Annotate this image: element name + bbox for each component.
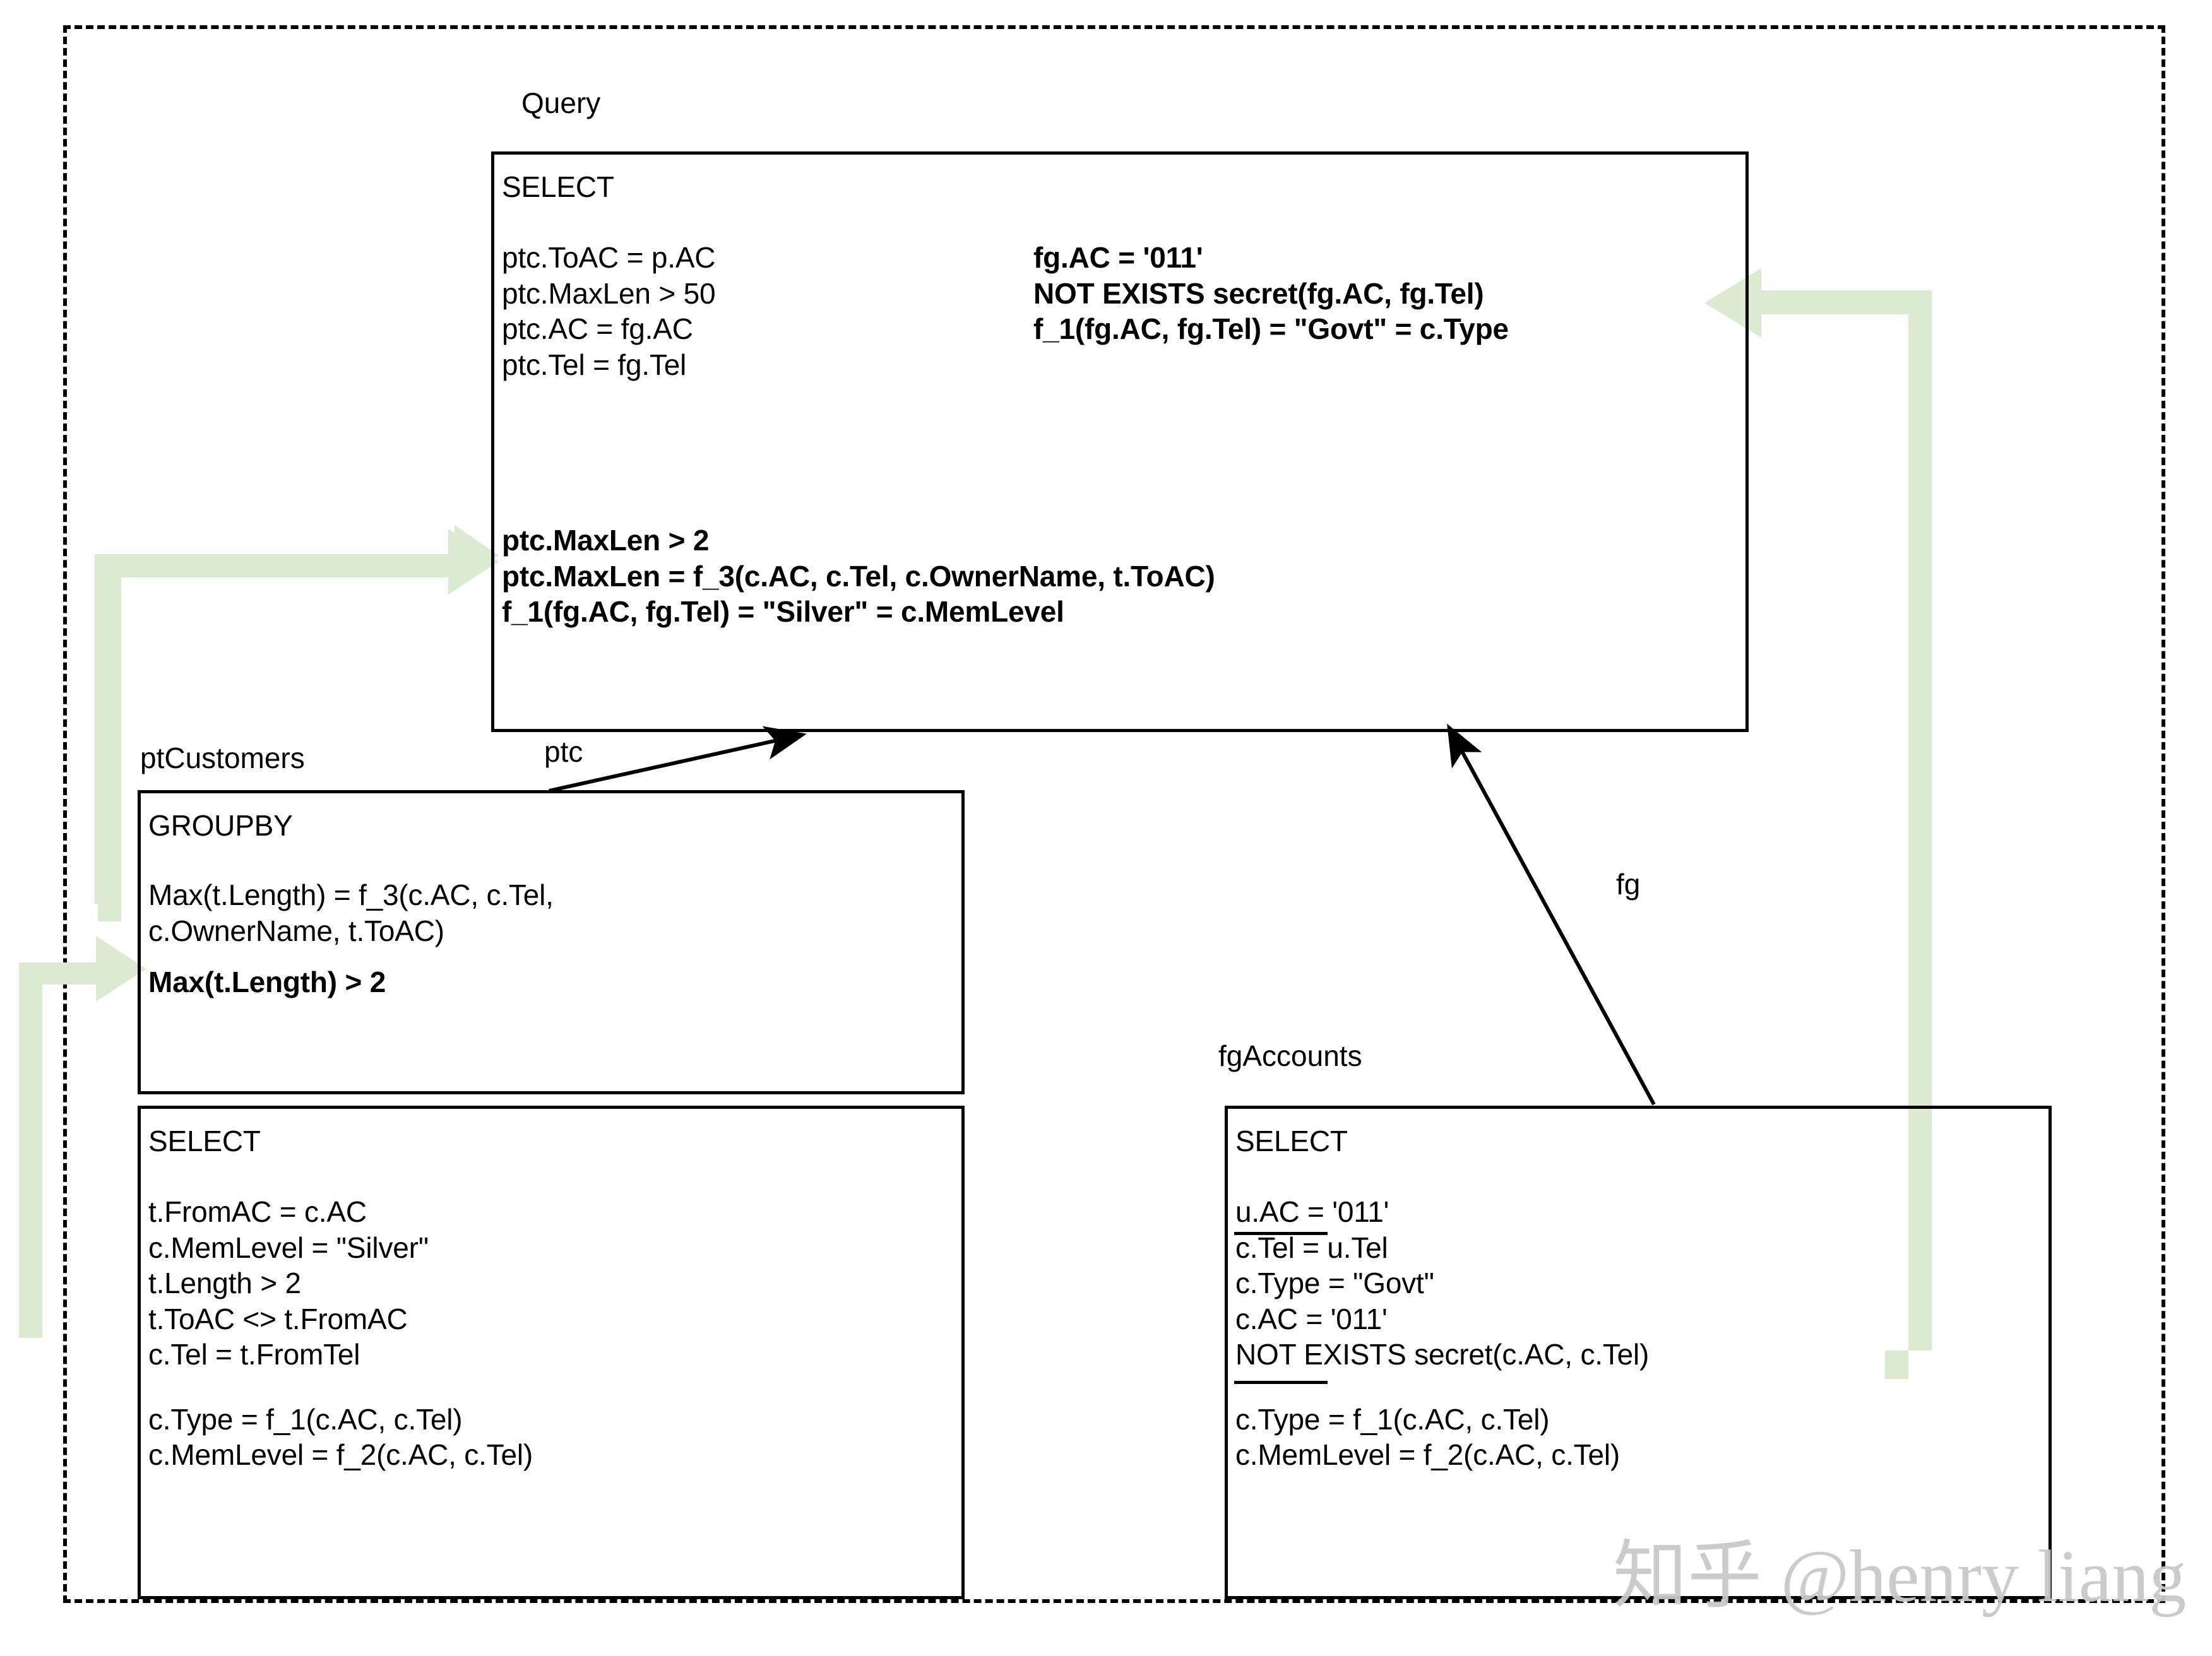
fgaccounts-line-2: c.Tel = u.Tel (1235, 1231, 1388, 1264)
fgaccounts-node-box[interactable] (1225, 1106, 2052, 1599)
ptcustomers-node-label: ptCustomers (140, 742, 305, 774)
query-bold-line-2: ptc.MaxLen = f_3(c.AC, c.Tel, c.OwnerNam… (502, 559, 1215, 593)
ptcustomers-select-line-7: c.MemLevel = f_2(c.AC, c.Tel) (148, 1438, 533, 1472)
query-header: SELECT (502, 170, 614, 203)
watermark: 知乎 @henry liang (1613, 1535, 2187, 1618)
ptcustomers-select-line-4: t.ToAC <> t.FromAC (148, 1302, 408, 1335)
query-left-line-4: ptc.Tel = fg.Tel (502, 348, 687, 381)
query-left-line-3: ptc.AC = fg.AC (502, 312, 693, 346)
ptcustomers-select-line-3: t.Length > 2 (148, 1267, 301, 1300)
fgaccounts-node-label: fgAccounts (1218, 1039, 1362, 1072)
query-right-column: fg.AC = '011' NOT EXISTS secret(fg.AC, f… (1033, 240, 1509, 347)
query-right-line-3: f_1(fg.AC, fg.Tel) = "Govt" = c.Type (1033, 312, 1509, 346)
fgaccounts-header: SELECT (1235, 1125, 1348, 1157)
query-header-block: SELECT (502, 169, 614, 205)
ptcustomers-select-header-block: SELECT (148, 1123, 261, 1159)
fgaccounts-underline-2 (1234, 1381, 1328, 1384)
query-node-box[interactable] (491, 151, 1749, 732)
query-left-line-2: ptc.MaxLen > 50 (502, 276, 716, 310)
query-node-label: Query (521, 86, 601, 119)
ptcustomers-lines-block: Max(t.Length) = f_3(c.AC, c.Tel, c.Owner… (148, 877, 554, 1000)
ptcustomers-select-line-5: c.Tel = t.FromTel (148, 1338, 360, 1371)
ptcustomers-select-line-1: t.FromAC = c.AC (148, 1195, 367, 1228)
fgaccounts-line-6: c.Type = f_1(c.AC, c.Tel) (1235, 1402, 1550, 1436)
fgaccounts-line-4: c.AC = '011' (1235, 1302, 1388, 1335)
query-right-line-1: fg.AC = '011' (1033, 241, 1203, 274)
query-left-column: ptc.ToAC = p.AC ptc.MaxLen > 50 ptc.AC =… (502, 240, 716, 382)
ptcustomers-bold-line-1: Max(t.Length) > 2 (148, 966, 386, 999)
fgaccounts-line-1: u.AC = '011' (1235, 1195, 1389, 1228)
fgaccounts-line-7: c.MemLevel = f_2(c.AC, c.Tel) (1235, 1438, 1620, 1472)
fgaccounts-lines-block: u.AC = '011' c.Tel = u.Tel c.Type = "Gov… (1235, 1194, 1649, 1473)
edge-label-fg: fg (1616, 868, 1641, 901)
query-bold-block: ptc.MaxLen > 2 ptc.MaxLen = f_3(c.AC, c.… (502, 523, 1215, 630)
ptcustomers-header: GROUPBY (148, 809, 293, 842)
outer-dashed-frame (63, 25, 2165, 1603)
fgaccounts-line-5: NOT EXISTS secret(c.AC, c.Tel) (1235, 1338, 1650, 1371)
ptcustomers-select-line-2: c.MemLevel = "Silver" (148, 1231, 429, 1264)
fgaccounts-header-block: SELECT (1235, 1123, 1348, 1159)
query-bold-line-3: f_1(fg.AC, fg.Tel) = "Silver" = c.MemLev… (502, 595, 1064, 629)
fgaccounts-line-3: c.Type = "Govt" (1235, 1267, 1434, 1300)
ptcustomers-select-line-6: c.Type = f_1(c.AC, c.Tel) (148, 1402, 463, 1436)
query-right-line-2: NOT EXISTS secret(fg.AC, fg.Tel) (1033, 276, 1484, 310)
ptcustomers-select-lines-block: t.FromAC = c.AC c.MemLevel = "Silver" t.… (148, 1194, 533, 1473)
ptcustomers-select-node-box[interactable] (138, 1106, 965, 1599)
ptcustomers-select-header: SELECT (148, 1125, 261, 1157)
ptcustomers-line-1: Max(t.Length) = f_3(c.AC, c.Tel, (148, 878, 554, 911)
ptcustomers-node-box[interactable] (138, 790, 965, 1094)
ptcustomers-header-block: GROUPBY (148, 808, 293, 844)
query-left-line-1: ptc.ToAC = p.AC (502, 241, 716, 274)
edge-label-ptc: ptc (544, 735, 583, 768)
ptcustomers-line-2: c.OwnerName, t.ToAC) (148, 914, 444, 947)
fgaccounts-underline-1 (1234, 1232, 1328, 1235)
query-bold-line-1: ptc.MaxLen > 2 (502, 524, 710, 557)
